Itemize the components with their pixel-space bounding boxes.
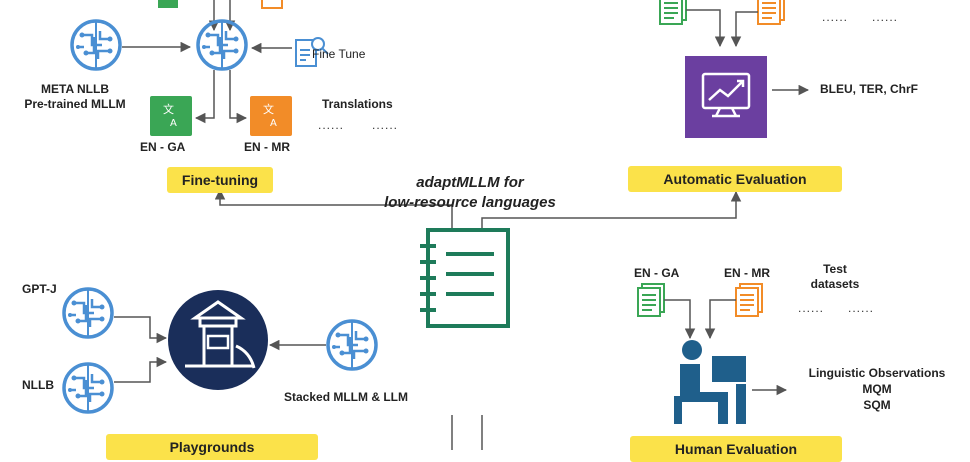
fine-tune-doc-icon	[295, 37, 329, 67]
auto-eval-ellipsis-1: ......	[822, 10, 849, 24]
automatic-evaluation-section-label: Automatic Evaluation	[628, 166, 842, 192]
svg-text:A: A	[270, 118, 277, 129]
arrow-gptj-to-playground	[114, 316, 168, 344]
obs-line3: SQM	[863, 398, 891, 412]
metrics-monitor-icon	[685, 56, 767, 138]
diagram-title-line1: adaptMLLM for	[416, 174, 524, 191]
diagram-title-line2: low-resource languages	[384, 194, 556, 211]
svg-text:A: A	[170, 118, 177, 129]
nllb-brain-icon	[62, 362, 114, 414]
arrow-hub-to-autoeval	[481, 190, 742, 232]
human-eval-ellipsis-1: ......	[798, 301, 825, 315]
notebook-hub-icon	[420, 228, 510, 328]
diagram-canvas: 文 A 文 A	[62, 0, 810, 450]
stacked-brain-icon	[326, 319, 378, 371]
stacked-label: Stacked MLLM & LLM	[284, 390, 409, 404]
human-eval-doc-orange-icon	[735, 283, 763, 317]
arrow-human-doc-orange	[704, 299, 736, 340]
test-datasets-label: Test datasets	[800, 262, 870, 292]
auto-eval-ellipsis-2: ......	[872, 10, 899, 24]
meta-nllb-label-line1: META NLLB	[41, 82, 109, 96]
human-en-ga-label: EN - GA	[634, 266, 680, 280]
human-eval-ellipsis-2: ......	[848, 301, 875, 315]
translations-label: Translations	[322, 97, 393, 111]
gptj-brain-icon	[62, 287, 114, 339]
obs-line1: Linguistic Observations	[808, 366, 946, 380]
test-datasets-label-line2: datasets	[810, 277, 860, 291]
diagram-title: adaptMLLM for low-resource languages	[352, 173, 588, 213]
human-en-mr-label: EN - MR	[724, 266, 770, 280]
playground-icon	[168, 290, 268, 390]
auto-eval-doc-orange-icon	[757, 0, 785, 25]
fine-tune-label: Fine Tune	[312, 47, 366, 61]
meta-nllb-label-line2: Pre-trained MLLM	[24, 97, 126, 111]
obs-line2: MQM	[862, 382, 892, 396]
playgrounds-section-label: Playgrounds	[106, 434, 318, 460]
translation-mr-icon: 文 A	[250, 96, 292, 136]
arrow-to-en-mr	[229, 70, 248, 124]
finetune-en-ga-label: EN - GA	[140, 140, 186, 154]
finetune-top-doc-orange	[261, 0, 283, 9]
arrow-doc-green-to-monitor	[686, 9, 726, 48]
human-evaluator-icon	[674, 340, 746, 424]
arrow-doc-orange-to-monitor	[730, 11, 758, 48]
translations-ellipsis-2: ......	[372, 118, 399, 132]
nllb-label: NLLB	[22, 378, 54, 392]
translations-ellipsis-1: ......	[318, 118, 345, 132]
test-datasets-label-line1: Test	[823, 262, 847, 276]
finetuning-section-label: Fine-tuning	[167, 167, 273, 193]
gptj-label: GPT-J	[22, 282, 57, 296]
meta-nllb-brain-icon	[70, 19, 122, 71]
metrics-label: BLEU, TER, ChrF	[820, 82, 918, 96]
linguistic-observations-label: Linguistic Observations MQM SQM	[796, 365, 958, 413]
meta-nllb-label: META NLLB Pre-trained MLLM	[10, 82, 140, 112]
auto-eval-doc-green-icon	[659, 0, 687, 25]
svg-text:文: 文	[163, 102, 174, 116]
finetune-en-mr-label: EN - MR	[244, 140, 290, 154]
svg-text:文: 文	[263, 102, 274, 116]
finetuned-brain-icon	[196, 19, 248, 71]
arrow-hub-to-finetuning	[214, 188, 453, 232]
arrow-human-doc-green	[664, 299, 696, 340]
arrow-to-en-ga	[194, 70, 215, 124]
arrow-nllb-to-playground	[114, 356, 168, 383]
human-eval-doc-green-icon	[637, 283, 665, 317]
finetune-top-doc-green	[158, 0, 178, 8]
translation-ga-icon: 文 A	[150, 96, 192, 136]
human-evaluation-section-label: Human Evaluation	[630, 436, 842, 462]
